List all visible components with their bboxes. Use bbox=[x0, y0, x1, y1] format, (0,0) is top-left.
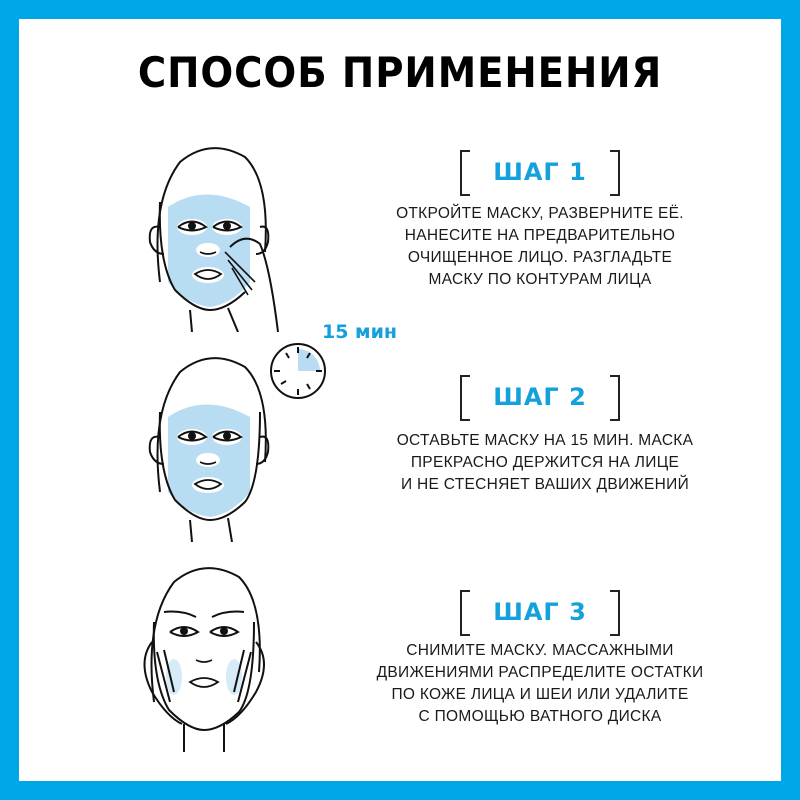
face-massaging-icon bbox=[143, 567, 265, 752]
face-applying-mask-icon bbox=[148, 147, 279, 332]
bracket-left-icon bbox=[460, 590, 470, 636]
page-title: СПОСОБ ПРИМЕНЕНИЯ bbox=[137, 48, 663, 97]
bracket-right-icon bbox=[610, 375, 620, 421]
timer-label: 15 мин bbox=[322, 321, 398, 343]
step-2-text: ОСТАВЬТЕ МАСКУ НА 15 МИН. МАСКА ПРЕКРАСН… bbox=[396, 432, 694, 493]
bracket-left-icon bbox=[460, 150, 470, 196]
step-1-label: ШАГ 1 bbox=[493, 158, 587, 186]
bracket-left-icon bbox=[460, 375, 470, 421]
bracket-right-icon bbox=[610, 150, 620, 196]
step-3-label: ШАГ 3 bbox=[493, 598, 587, 626]
step-3-text: СНИМИТЕ МАСКУ. МАССАЖНЫМИ ДВИЖЕНИЯМИ РАС… bbox=[376, 642, 704, 725]
step-2-label: ШАГ 2 bbox=[493, 383, 587, 411]
clock-icon bbox=[270, 343, 326, 399]
step-2-header: ШАГ 2 bbox=[460, 375, 620, 421]
face-with-mask-icon bbox=[148, 357, 270, 542]
step-1-text: ОТКРОЙТЕ МАСКУ, РАЗВЕРНИТЕ ЕЁ. НАНЕСИТЕ … bbox=[396, 205, 684, 288]
step-1-header: ШАГ 1 bbox=[460, 150, 620, 196]
step-3-header: ШАГ 3 bbox=[460, 590, 620, 636]
bracket-right-icon bbox=[610, 590, 620, 636]
